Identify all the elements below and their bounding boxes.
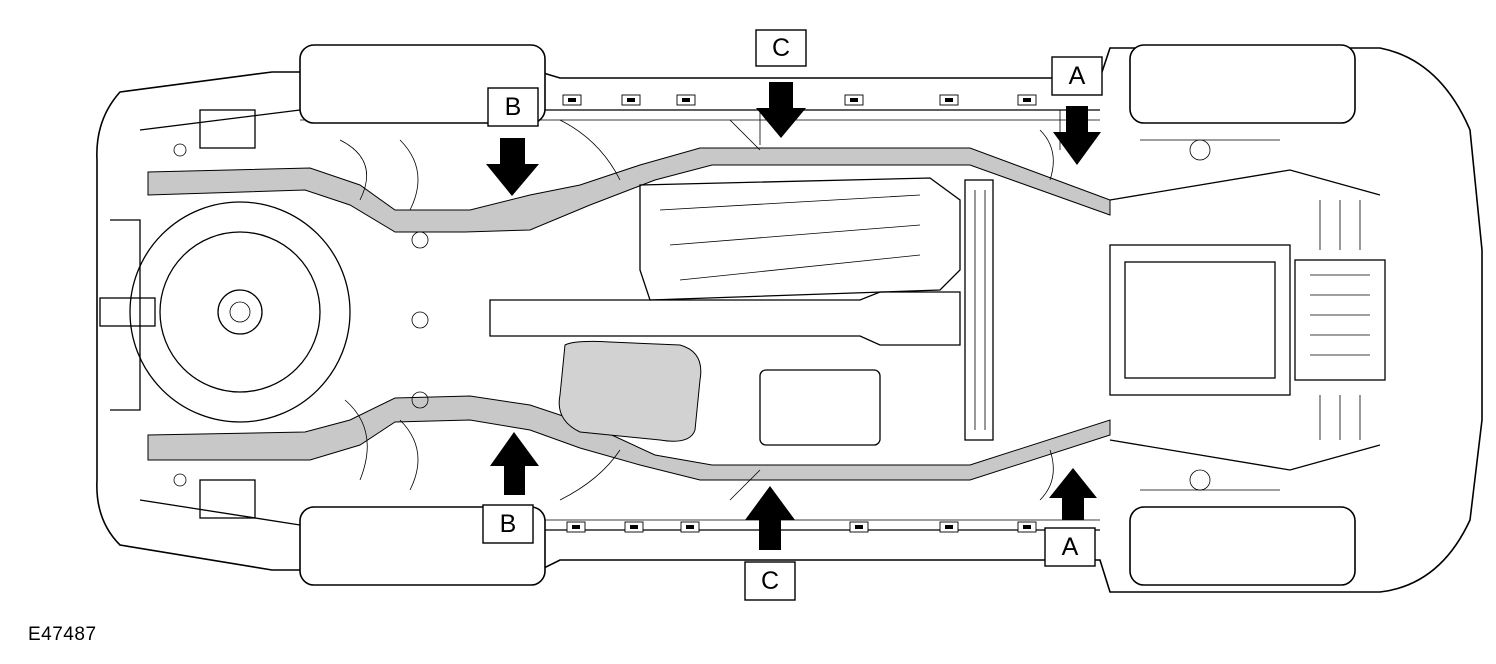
- arrow-down-icon: [756, 82, 806, 138]
- callout-a-bottom: A: [1044, 468, 1097, 567]
- arrow-down-icon: [486, 138, 539, 196]
- arrow-up-icon: [745, 486, 795, 550]
- arrow-up-icon: [490, 432, 539, 495]
- arrow-down-icon: [1053, 106, 1101, 165]
- callout-b-top: B: [486, 87, 539, 196]
- spare-wheel-hub-inner: [229, 301, 251, 323]
- upper-rail-rear: [147, 147, 1111, 233]
- rear-bracket-bottom: [199, 479, 256, 519]
- callout-c-bottom: C: [744, 486, 796, 601]
- callout-label: A: [1062, 533, 1079, 561]
- callout-label: C: [761, 567, 779, 595]
- arrow-up-icon: [1049, 468, 1097, 520]
- front-right-tire: [1129, 506, 1356, 586]
- callout-label: B: [500, 510, 517, 538]
- callout-b-bottom: B: [482, 432, 539, 544]
- front-subframe-inner: [1124, 261, 1276, 379]
- callout-label: A: [1069, 62, 1086, 90]
- spare-wheel: [129, 201, 351, 423]
- callout-label: C: [772, 34, 790, 62]
- rear-muffler: [558, 340, 702, 442]
- front-subframe-ribs: [1310, 274, 1370, 356]
- fuel-tank-ribs: [659, 194, 921, 281]
- front-radiator-support: [1294, 259, 1386, 381]
- upper-sill-slots: [562, 94, 1037, 106]
- vehicle-body-outline: [96, 47, 1483, 593]
- front-vertical-ribs: [1319, 200, 1361, 440]
- callout-c-top: C: [755, 29, 807, 138]
- front-left-tire: [1129, 44, 1356, 124]
- underbody-detail-lines: [173, 110, 1280, 501]
- lower-rail-rear: [147, 395, 1111, 481]
- fuel-tank-panel: [639, 177, 961, 301]
- spare-wheel-rim: [159, 231, 321, 393]
- mid-crossmember-detail: [974, 190, 986, 430]
- mid-crossmember: [964, 179, 994, 441]
- rear-crossmember: [110, 109, 301, 526]
- catalytic-converter: [759, 369, 881, 446]
- exhaust-pipe: [489, 291, 961, 346]
- figure-id: E47487: [28, 624, 97, 645]
- front-suspension-arms: [1109, 169, 1381, 471]
- callout-a-top: A: [1051, 56, 1103, 165]
- callout-label: B: [505, 93, 522, 121]
- rear-left-tire: [299, 44, 546, 124]
- rear-bracket-top: [199, 109, 256, 149]
- lower-sill-slots: [566, 521, 1037, 533]
- front-subframe: [1109, 244, 1291, 396]
- spare-wheel-hub: [217, 289, 263, 335]
- rear-tow-hook: [99, 297, 156, 327]
